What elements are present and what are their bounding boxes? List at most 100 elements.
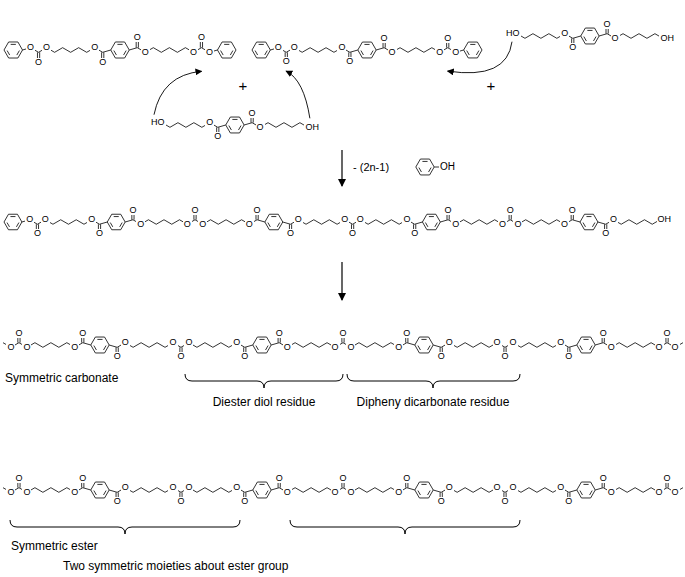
bond-line bbox=[376, 220, 384, 224]
bond-line bbox=[218, 125, 226, 127]
ring-bond bbox=[252, 42, 257, 50]
bond-line bbox=[623, 34, 631, 39]
bond-line bbox=[141, 343, 149, 348]
ring-bond bbox=[115, 58, 124, 59]
brace-label: Dipheny dicarbonate residue bbox=[356, 396, 511, 408]
bond-line bbox=[244, 123, 252, 125]
ring-bond bbox=[95, 482, 104, 483]
bond-line bbox=[245, 490, 253, 492]
atom-label: O bbox=[443, 34, 452, 43]
atom-label: O bbox=[445, 483, 454, 492]
ring-bond bbox=[269, 214, 278, 215]
ring-double-bond bbox=[418, 346, 421, 350]
atom-label: O bbox=[671, 488, 680, 497]
ring-bond bbox=[581, 337, 590, 338]
bond-line bbox=[375, 343, 383, 348]
atom-label: O bbox=[22, 488, 31, 497]
ring-double-bond bbox=[584, 37, 587, 41]
bond-line bbox=[537, 343, 545, 348]
ring-double-bond bbox=[16, 223, 19, 227]
bond-line bbox=[529, 488, 537, 493]
bond-line bbox=[63, 48, 71, 53]
ring-bond bbox=[18, 50, 23, 58]
bond-line bbox=[149, 343, 157, 348]
ring-bond bbox=[358, 42, 363, 50]
ring-double-bond bbox=[271, 216, 276, 217]
bond-line bbox=[177, 48, 185, 53]
ring-bond bbox=[581, 497, 590, 498]
atom-label: HO bbox=[505, 29, 521, 38]
atom-label: O bbox=[78, 474, 87, 483]
ring-double-bond bbox=[580, 346, 583, 350]
ring-bond bbox=[429, 337, 434, 345]
bond-line bbox=[359, 343, 367, 348]
atom-label: O bbox=[564, 352, 573, 361]
atom-label: O bbox=[671, 343, 680, 352]
atom-label: O bbox=[245, 220, 254, 229]
atom-label: O bbox=[340, 215, 349, 224]
ring-bond bbox=[430, 159, 435, 167]
ring-bond bbox=[419, 337, 428, 338]
ring-bond bbox=[253, 337, 258, 345]
atom-label: O bbox=[410, 229, 419, 238]
ring-bond bbox=[17, 214, 21, 222]
ring-bond bbox=[419, 352, 428, 353]
atom-label: O bbox=[41, 215, 50, 224]
structure-caption: Symmetric carbonate bbox=[4, 372, 119, 384]
ring-double-bond bbox=[428, 346, 431, 350]
atom-label: O bbox=[556, 338, 565, 347]
ring-bond bbox=[372, 42, 377, 50]
bond-line bbox=[79, 48, 87, 53]
ring-double-bond bbox=[435, 223, 438, 227]
bond-line bbox=[629, 220, 637, 224]
ring-double-bond bbox=[266, 491, 269, 495]
ring-bond bbox=[584, 214, 593, 215]
bond-line bbox=[473, 488, 481, 493]
bond-line bbox=[221, 488, 229, 493]
plus-sign: + bbox=[238, 78, 249, 93]
ring-bond bbox=[581, 352, 590, 353]
bond-line bbox=[59, 488, 67, 493]
bond-line bbox=[306, 220, 314, 224]
bond-line bbox=[621, 220, 629, 224]
ring-double-bond bbox=[586, 216, 591, 217]
bond-line bbox=[464, 220, 472, 224]
atom-label: O bbox=[498, 220, 507, 229]
bond-line bbox=[109, 345, 117, 347]
ring-bond bbox=[107, 214, 111, 222]
atom-label: O bbox=[437, 352, 446, 361]
ring-double-bond bbox=[371, 51, 374, 55]
bond-line bbox=[71, 48, 79, 53]
ring-bond bbox=[362, 57, 371, 58]
ring-double-bond bbox=[259, 339, 264, 340]
bond-line bbox=[549, 220, 557, 224]
atom-label: O bbox=[663, 329, 672, 338]
ring-double-bond bbox=[120, 223, 123, 227]
ring-bond bbox=[415, 337, 420, 345]
bond-line bbox=[529, 343, 537, 348]
bond-line bbox=[148, 220, 156, 224]
bond-line bbox=[197, 343, 205, 348]
ring-bond bbox=[427, 214, 436, 215]
bond-line bbox=[407, 343, 415, 345]
atom-label: O bbox=[22, 343, 31, 352]
ring-bond bbox=[429, 482, 434, 490]
curly-brace bbox=[10, 520, 240, 534]
bond-line bbox=[637, 220, 645, 224]
atom-label: O bbox=[133, 33, 142, 42]
attack-arrow bbox=[448, 42, 512, 73]
bond-line bbox=[541, 34, 549, 39]
ring-double-bond bbox=[11, 44, 16, 45]
curly-brace bbox=[185, 374, 343, 388]
bond-line bbox=[533, 34, 541, 39]
ring-bond bbox=[105, 482, 110, 490]
bond-line bbox=[569, 490, 577, 492]
atom-label: O bbox=[70, 488, 79, 497]
ring-double-bond bbox=[114, 51, 117, 55]
bond-line bbox=[283, 222, 291, 224]
atom-label: O bbox=[394, 343, 403, 352]
ring-bond bbox=[420, 159, 429, 160]
atom-label: O bbox=[655, 343, 664, 352]
atom-label: O bbox=[394, 488, 403, 497]
bond-line bbox=[318, 48, 326, 53]
